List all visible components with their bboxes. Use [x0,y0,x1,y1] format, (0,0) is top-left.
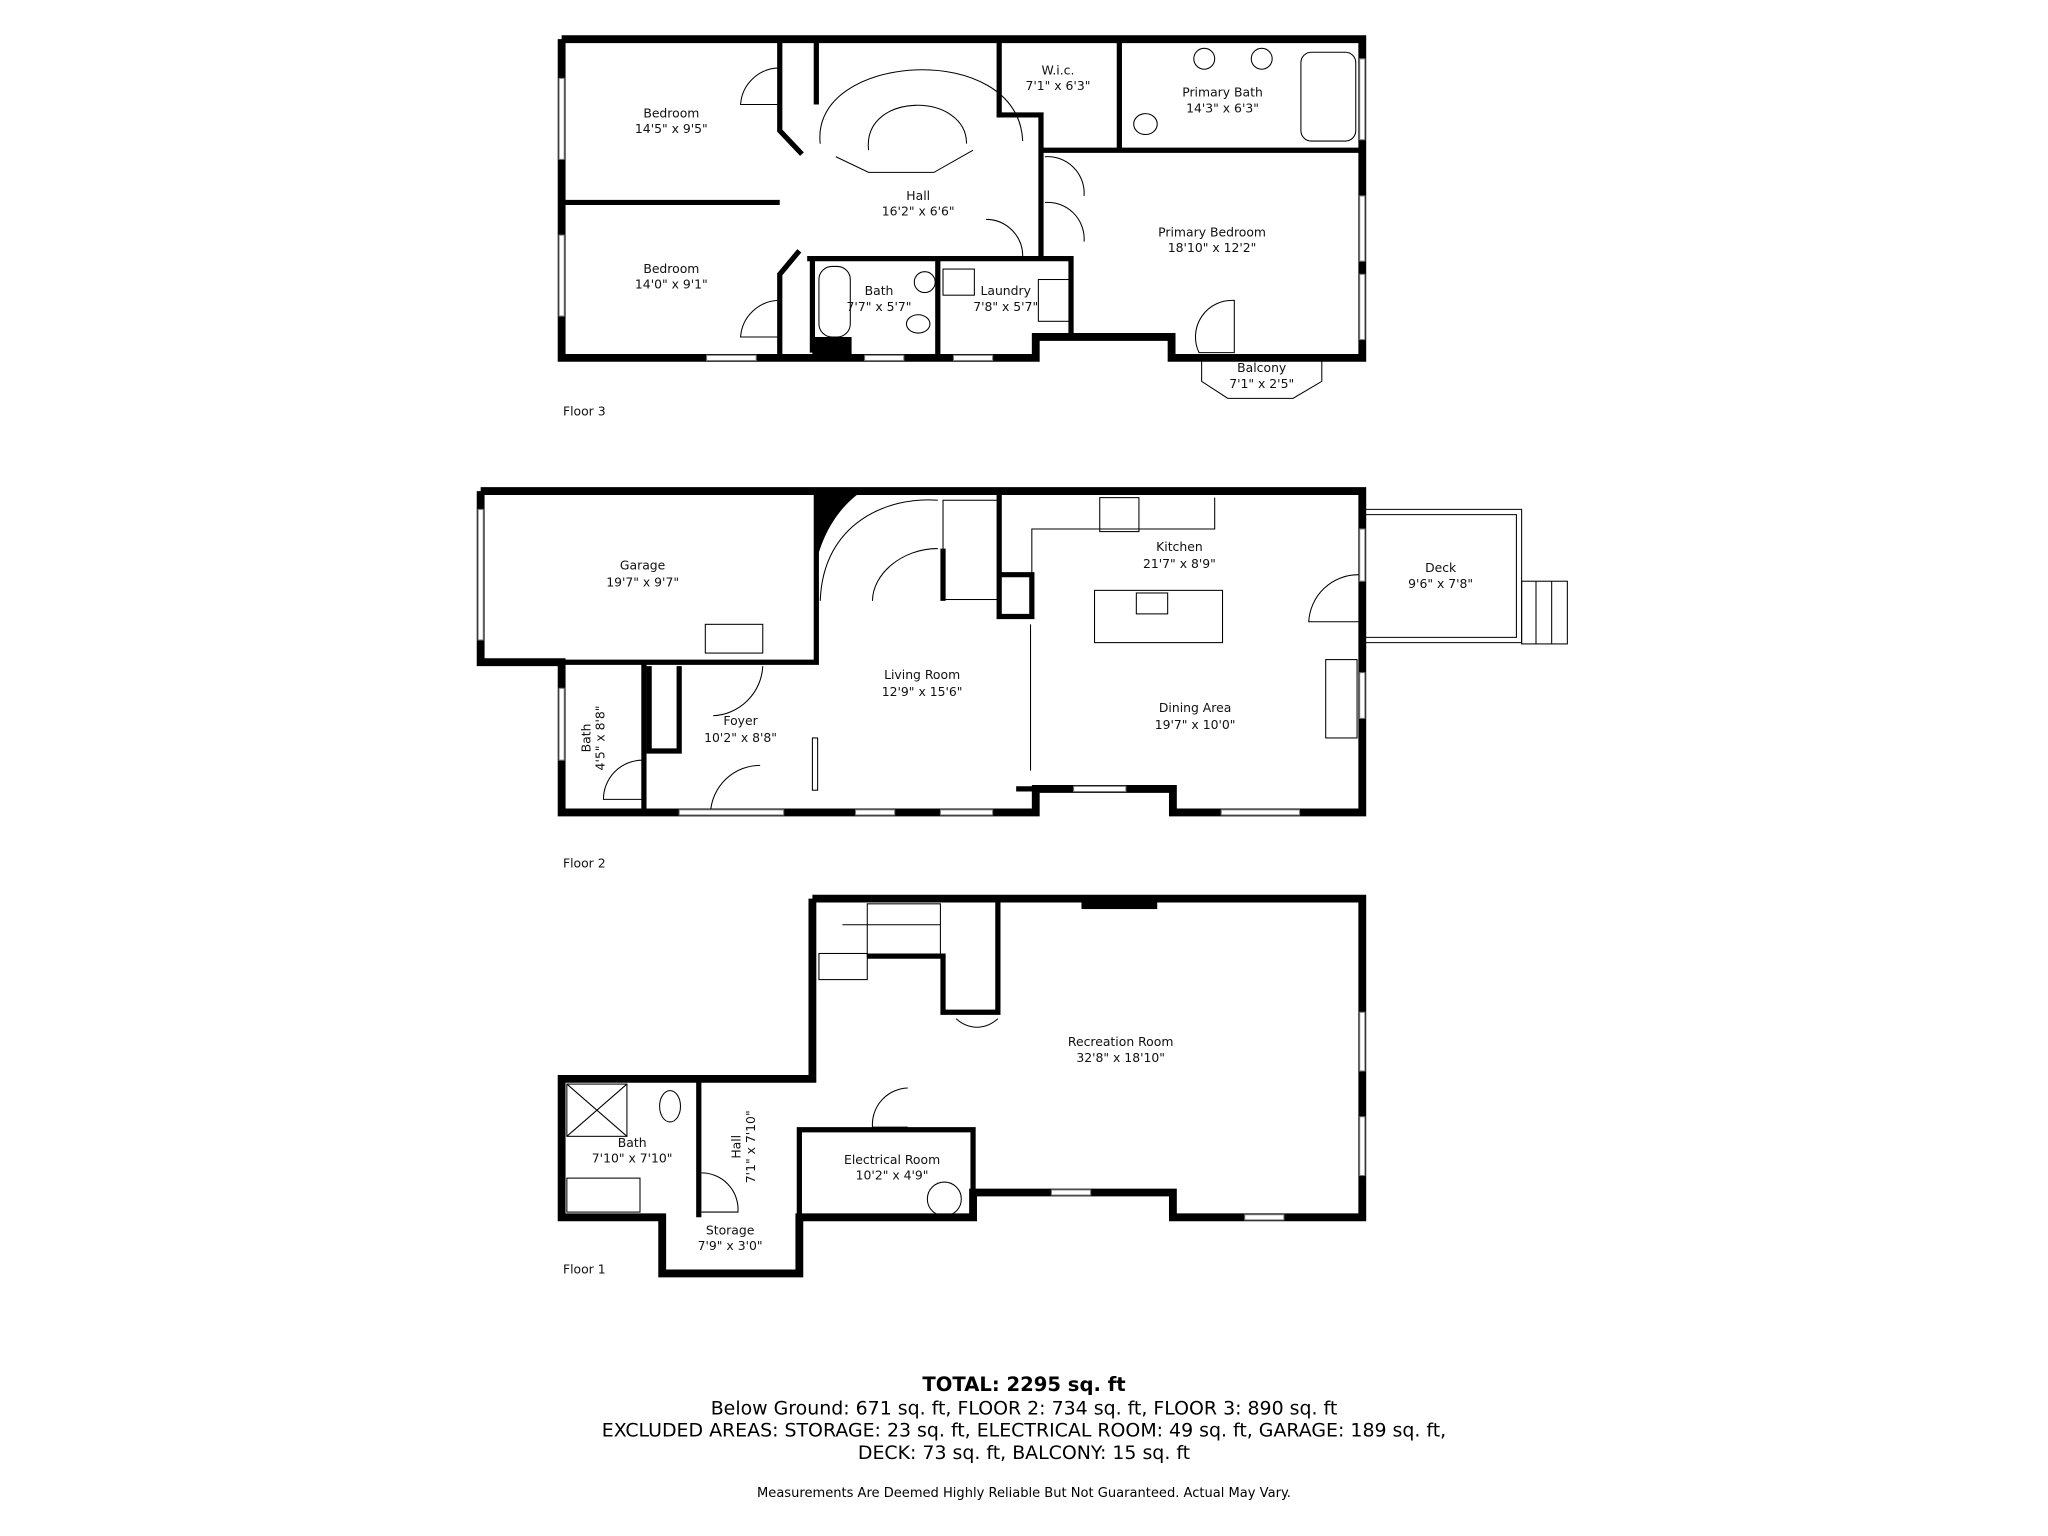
room-dims: 21'7" x 8'9" [1143,556,1216,571]
room-name: Foyer [723,713,758,728]
room-dims: 7'9" x 3'0" [698,1238,763,1253]
area-summary: TOTAL: 2295 sq. ft Below Ground: 671 sq.… [602,1373,1446,1501]
floor-2-plan: Garage 19'7" x 9'7" Kitchen 21'7" x 8'9"… [476,487,1568,870]
room-dims: 16'2" x 6'6" [882,204,955,219]
room-name: Recreation Room [1068,1034,1173,1049]
room-dims: 18'10" x 12'2" [1168,240,1257,255]
room-dims: 7'8" x 5'7" [973,299,1038,314]
room-name: Dining Area [1159,700,1231,715]
floor-2-interior-walls [561,491,1036,813]
floor-1-fixtures [566,1083,962,1217]
room-dims: 7'7" x 5'7" [847,299,912,314]
room-dims: 9'6" x 7'8" [1408,576,1473,591]
room-dims: 7'1" x 6'3" [1025,78,1090,93]
floor-1-doors [701,1018,999,1213]
floor-3-staircase [819,69,1024,173]
room-dims: 7'1" x 2'5" [1229,376,1294,391]
floor-3-fixtures [818,47,1357,338]
floor-2-outer-wall [476,487,1367,817]
room-name: Primary Bath [1182,85,1263,100]
floor-1-outer-wall [557,894,1367,1278]
room-dims: 14'0" x 9'1" [635,277,708,292]
disclaimer: Measurements Are Deemed Highly Reliable … [757,1486,1291,1501]
floor-areas: Below Ground: 671 sq. ft, FLOOR 2: 734 s… [711,1398,1338,1420]
floor-1-windows [1050,1011,1366,1221]
floor-2-label: Floor 2 [563,855,606,870]
room-dims: 4'5" x 8'8" [593,705,608,770]
room-name: Storage [706,1222,754,1237]
floor-3-plan: Bedroom 14'5" x 9'5" Bedroom 14'0" x 9'1… [557,35,1367,418]
room-name: Bath [865,283,894,298]
floor-3-windows [558,58,1366,362]
room-name: Kitchen [1156,539,1203,554]
deck [1362,508,1568,645]
room-dims: 7'1" x 7'10" [743,1110,758,1183]
room-dims: 14'3" x 6'3" [1186,100,1259,115]
room-dims: 10'2" x 8'8" [704,730,777,745]
room-name: Living Room [884,667,960,682]
floor-1-label: Floor 1 [563,1261,606,1276]
room-name: Bath [578,724,593,753]
room-name: Laundry [980,283,1031,298]
room-name: Hall [729,1135,744,1159]
room-name: Electrical Room [844,1152,940,1167]
room-dims: 10'2" x 4'9" [856,1167,929,1182]
floor-3-interior-walls [561,39,1363,358]
floor-1-plan: Recreation Room 32'8" x 18'10" Bath 7'10… [557,894,1367,1278]
room-name: Garage [620,557,665,572]
room-name: Deck [1425,560,1457,575]
room-name: Bedroom [643,261,699,276]
room-dims: 7'10" x 7'10" [592,1150,673,1165]
room-dims: 14'5" x 9'5" [635,121,708,136]
excluded-areas-cont: DECK: 73 sq. ft, BALCONY: 15 sq. ft [858,1442,1190,1464]
floor-3-doors [740,67,1235,354]
room-name: Primary Bedroom [1158,224,1266,239]
floor-2-staircase [704,499,999,654]
floor-1-staircase [818,903,941,981]
room-dims: 19'7" x 10'0" [1155,717,1236,732]
room-name: Bath [618,1135,647,1150]
room-dims: 19'7" x 9'7" [606,574,679,589]
room-name: W.i.c. [1042,62,1075,77]
balcony-railing [1201,357,1323,399]
excluded-areas: EXCLUDED AREAS: STORAGE: 23 sq. ft, ELEC… [602,1420,1446,1442]
room-name: Hall [906,188,930,203]
room-dims: 12'9" x 15'6" [882,684,963,699]
total-area: TOTAL: 2295 sq. ft [922,1373,1125,1396]
room-name: Bedroom [643,106,699,121]
floor-2-windows [477,508,1366,816]
room-dims: 32'8" x 18'10" [1076,1050,1165,1065]
room-name: Balcony [1237,360,1286,375]
floor-2-kitchen-fixtures [1031,497,1358,739]
floor-3-label: Floor 3 [563,403,606,418]
floor-2-doors [602,574,1359,813]
